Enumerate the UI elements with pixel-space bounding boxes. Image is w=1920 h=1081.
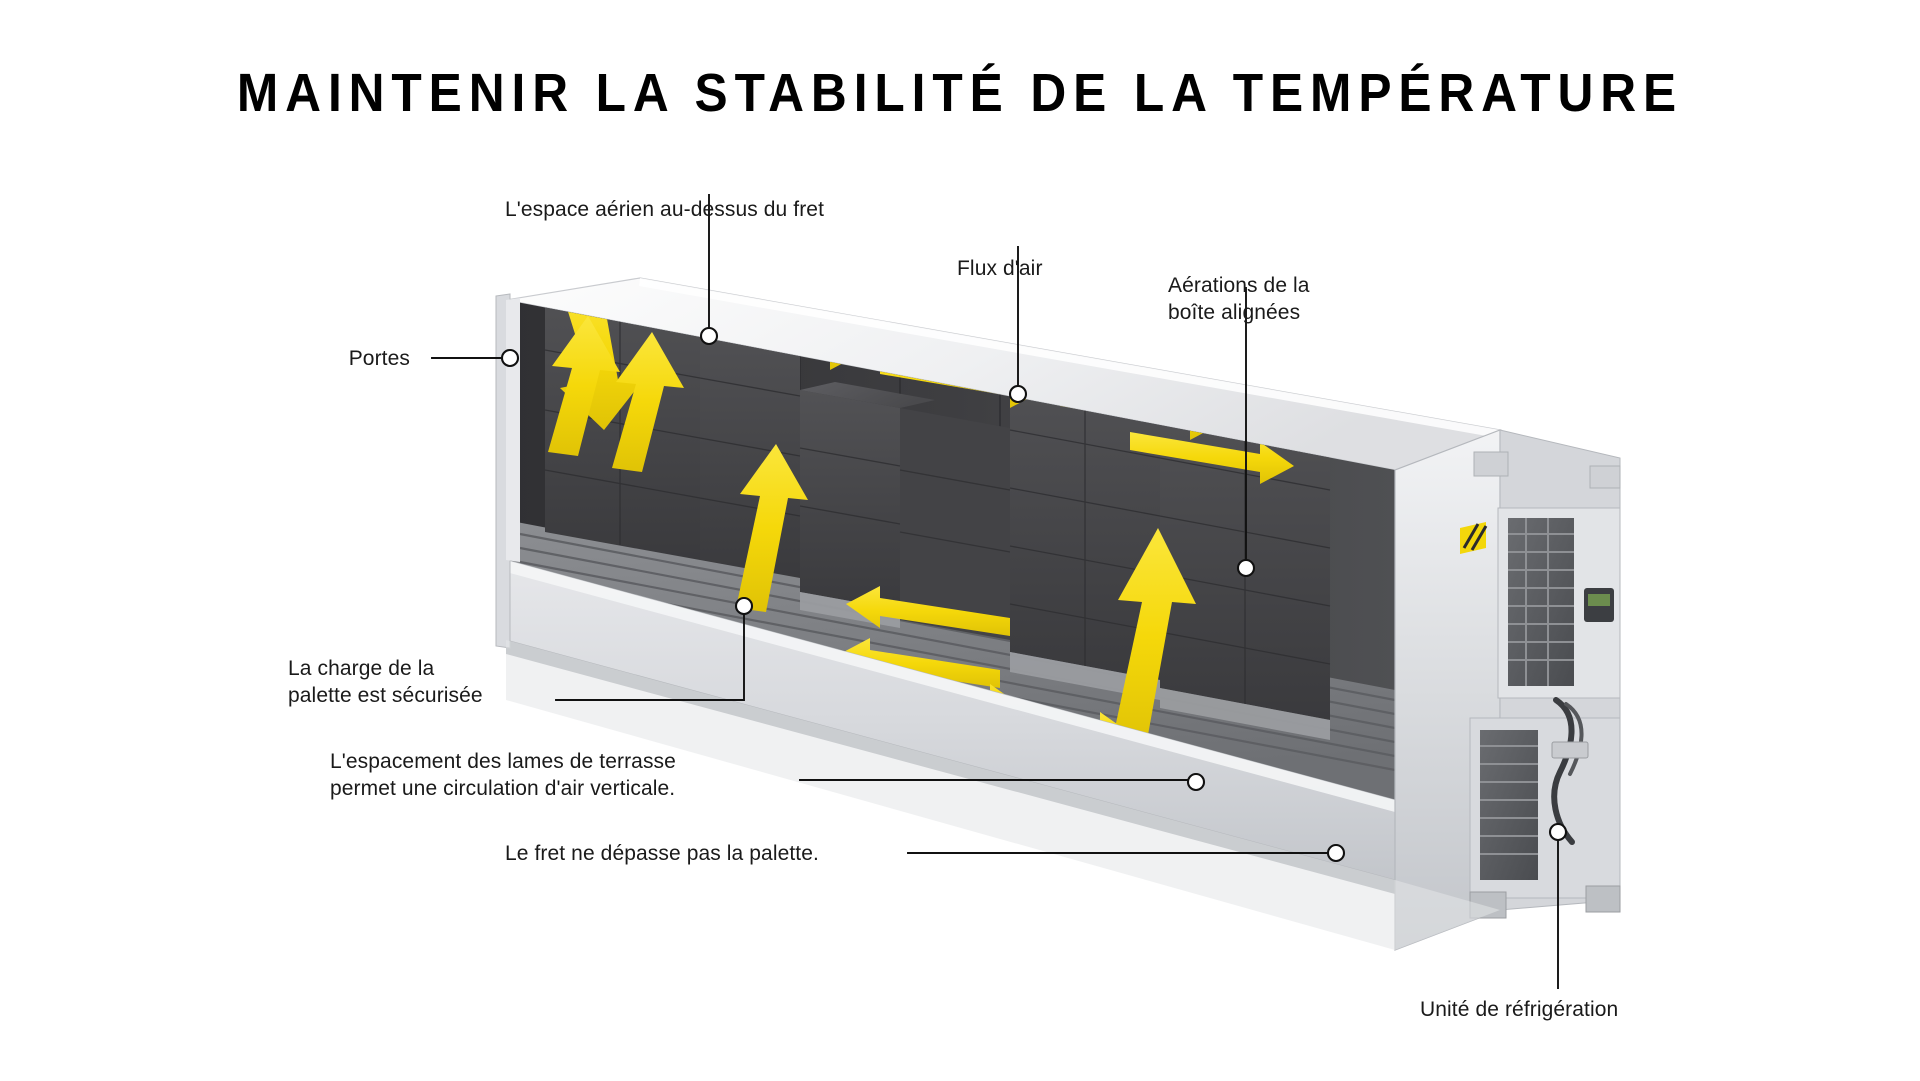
cargo-stack xyxy=(800,390,900,610)
page-title: MAINTENIR LA STABILITÉ DE LA TEMPÉRATURE xyxy=(236,63,1684,123)
callout-label-cargo-pallet: Le fret ne dépasse pas la palette. xyxy=(505,842,819,865)
cargo-stack xyxy=(900,408,1010,640)
callout-label-air-space: L'espace aérien au-dessus du fret xyxy=(505,198,825,221)
cargo-stack xyxy=(700,318,800,578)
container-door-edge xyxy=(506,298,520,562)
reefer-nameplate xyxy=(1551,741,1589,759)
callout-label-box-vents: Aérations de la boîte alignées xyxy=(1168,274,1310,324)
container-floor xyxy=(506,520,1395,800)
callout-label-reefer: Unité de réfrigération xyxy=(1420,998,1619,1021)
refrigeration-unit xyxy=(1394,429,1621,951)
callout-label-doors: Portes xyxy=(348,347,410,370)
condenser-grille xyxy=(1508,518,1574,686)
evaporator-grille xyxy=(1480,730,1538,880)
callout-label-airflow: Flux d'air xyxy=(957,257,1043,280)
callout-label-pallet-load: La charge de la palette est sécurisée xyxy=(288,657,483,707)
callout-label-decking: L'espacement des lames de terrasse perme… xyxy=(330,750,676,800)
